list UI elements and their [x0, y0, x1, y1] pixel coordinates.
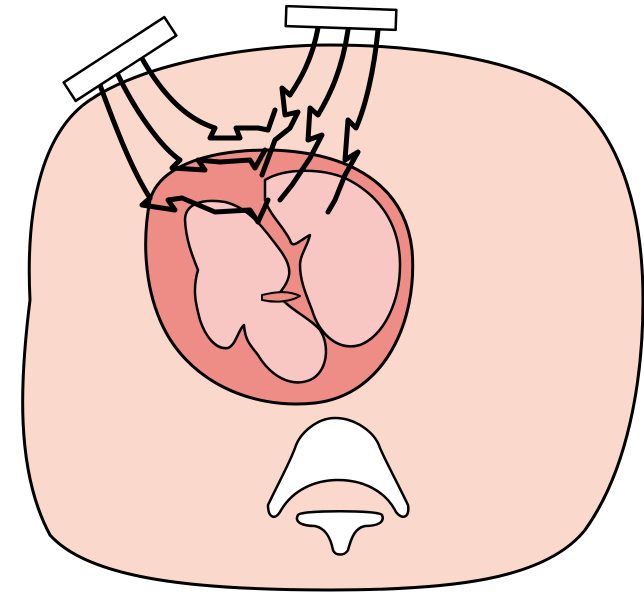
- probe-right: [286, 6, 397, 30]
